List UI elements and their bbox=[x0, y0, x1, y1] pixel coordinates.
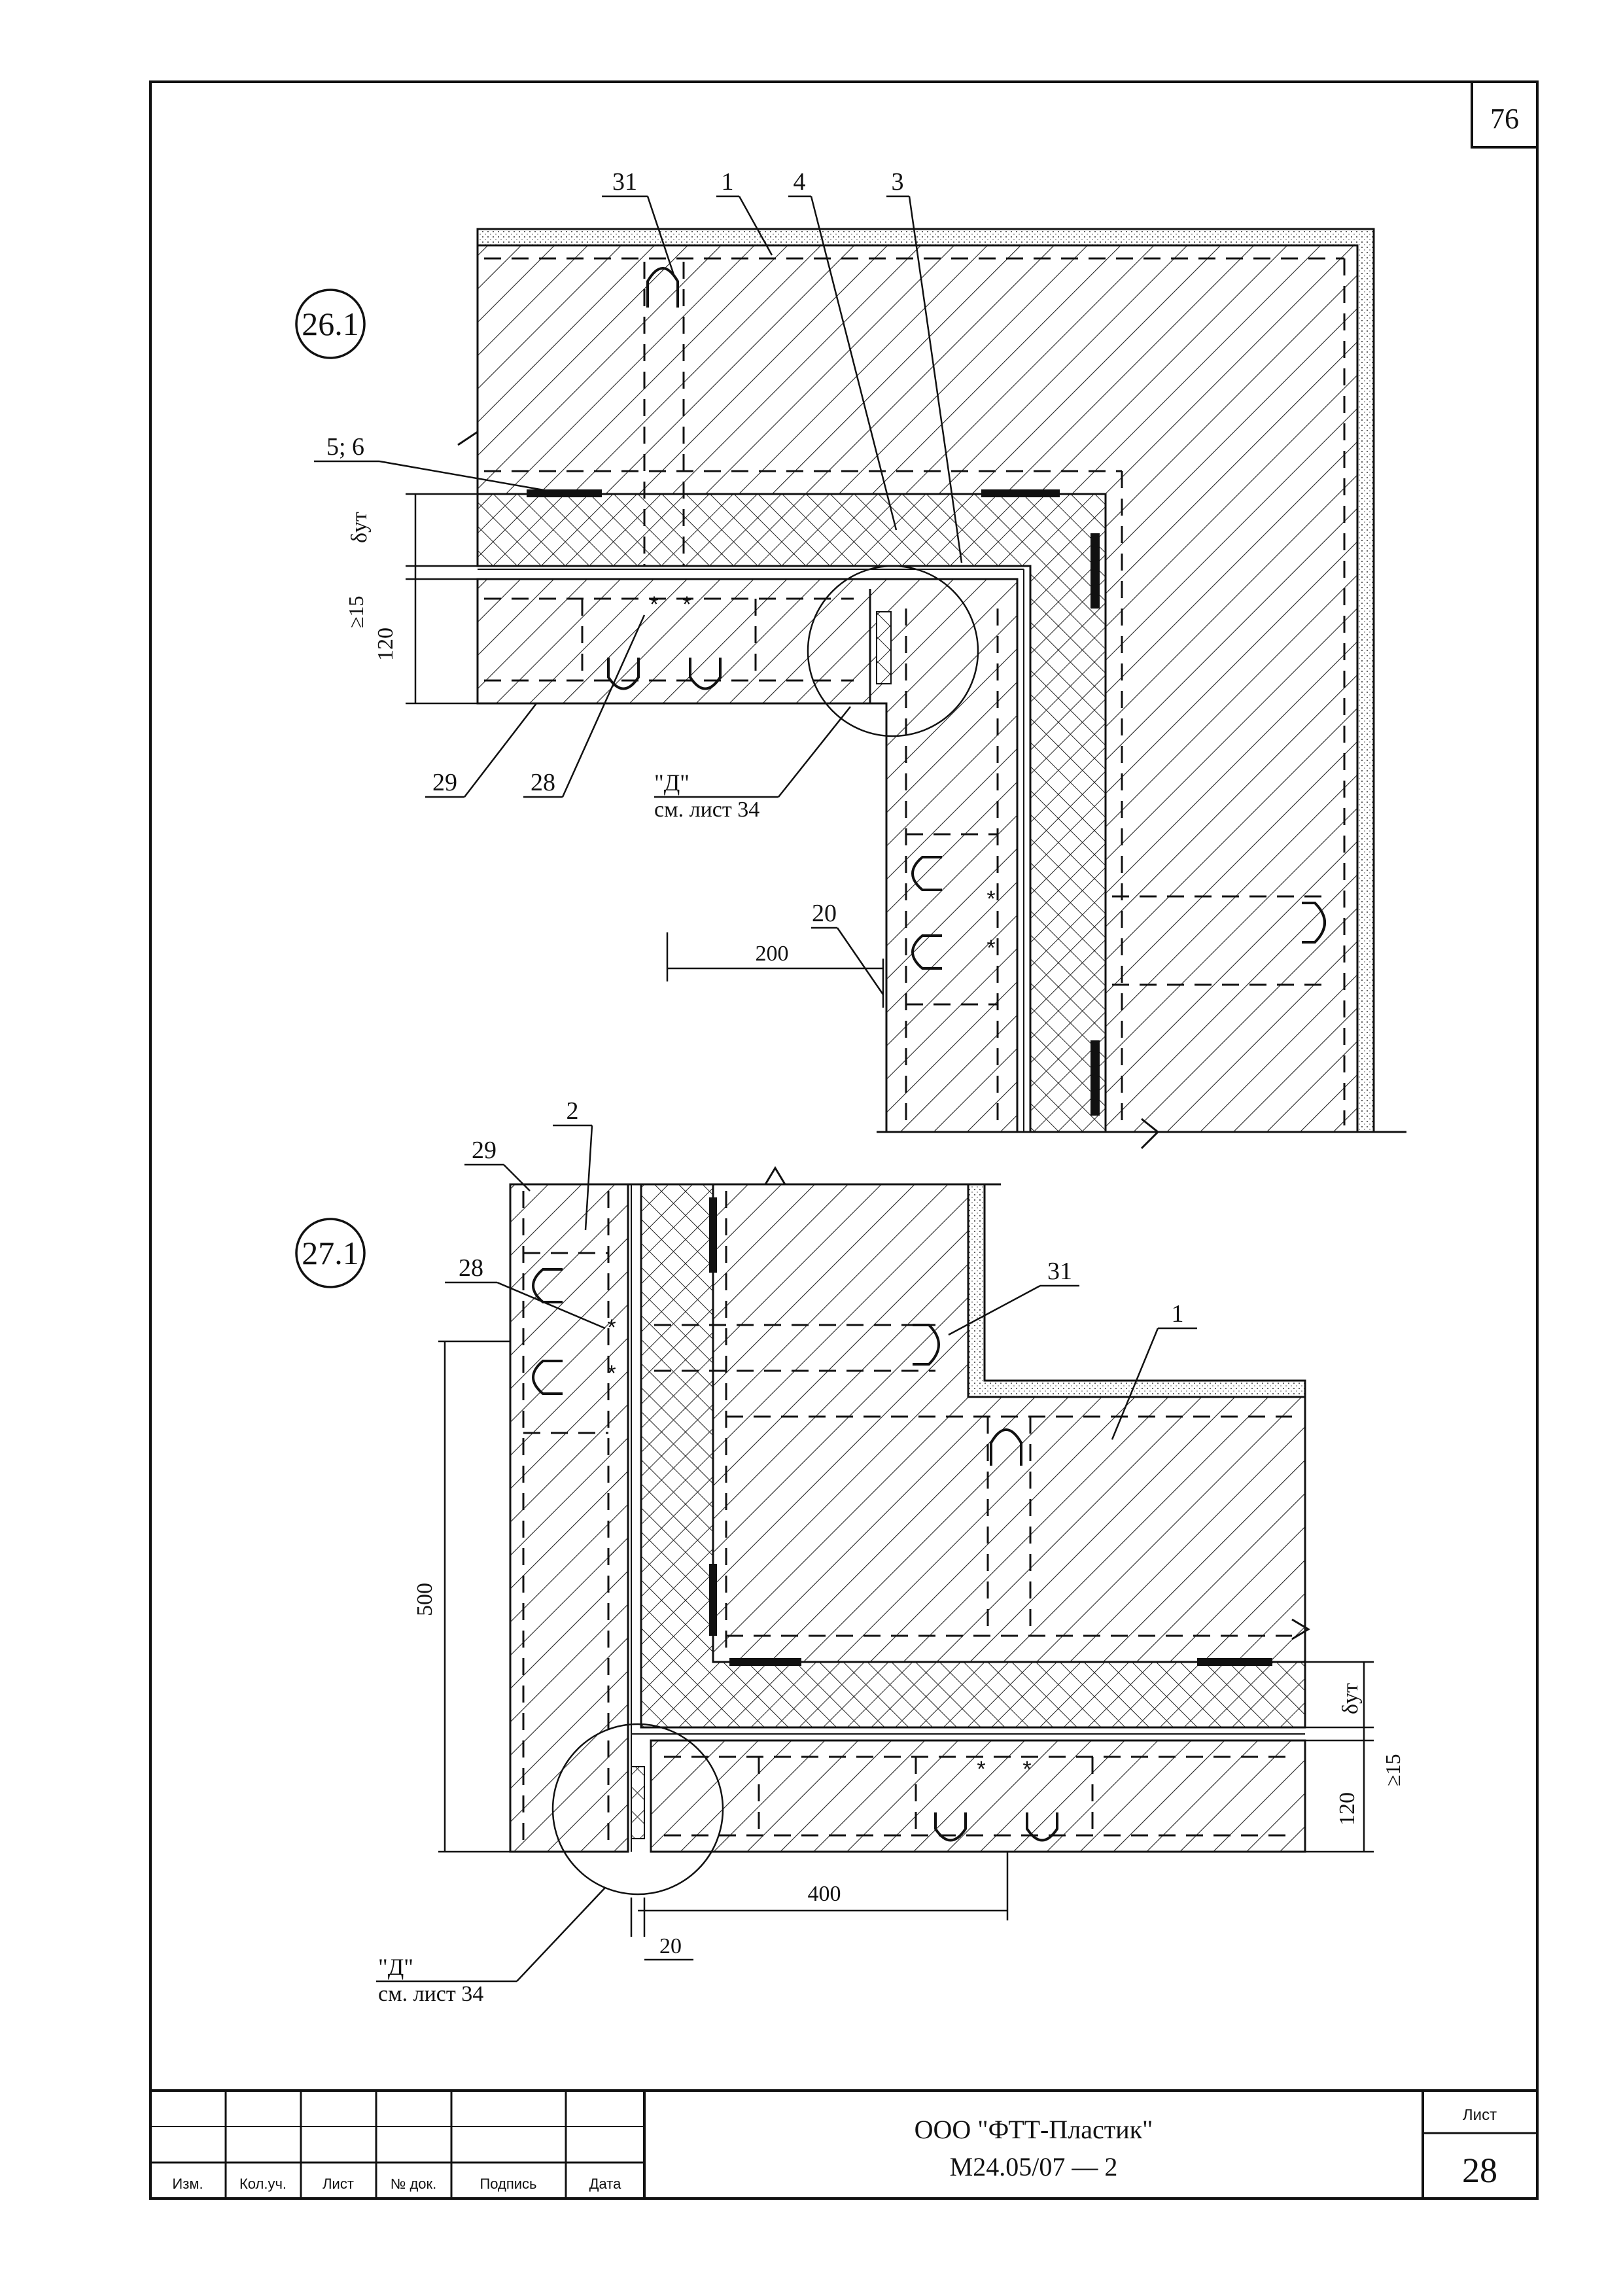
wall-slab bbox=[712, 1183, 1306, 1663]
svg-text:*: * bbox=[607, 1315, 616, 1340]
detail-ref-label: "Д" bbox=[378, 1954, 413, 1980]
gasket-strip bbox=[729, 1658, 801, 1666]
detail-d-circle bbox=[807, 565, 979, 737]
callout-5-6: 5; 6 bbox=[326, 433, 364, 461]
callout-28: 28 bbox=[531, 769, 555, 796]
plaster-layer-bottom bbox=[967, 1183, 1306, 1398]
svg-text:*: * bbox=[682, 592, 691, 617]
detail-ref-label: "Д" bbox=[654, 769, 689, 796]
dim-min-gap: ≥15 bbox=[1381, 1754, 1405, 1786]
joint-seal bbox=[876, 611, 892, 684]
dim-panel: 120 bbox=[1335, 1792, 1359, 1826]
sheet-corner-box bbox=[1471, 80, 1539, 149]
detail-27-1: * * * * 500 δут ≥15 120 400 20 bbox=[295, 1097, 1405, 2006]
gasket-strip bbox=[709, 1564, 717, 1636]
sheet-frame bbox=[149, 80, 1539, 2200]
svg-text:*: * bbox=[1022, 1757, 1031, 1782]
gasket-strip bbox=[981, 489, 1060, 497]
detail-ref-sheet: см. лист 34 bbox=[378, 1982, 483, 2006]
dim-gap: 20 bbox=[659, 1934, 682, 1958]
col-sign: Подпись bbox=[480, 2176, 536, 2192]
detail-d-circle bbox=[551, 1723, 724, 1896]
col-date: Дата bbox=[589, 2176, 621, 2192]
gasket-strip bbox=[1091, 533, 1100, 609]
callout-4: 4 bbox=[794, 168, 806, 196]
dim-offset: 200 bbox=[756, 942, 789, 966]
callout-29: 29 bbox=[472, 1137, 497, 1164]
detail-ref-sheet: см. лист 34 bbox=[654, 798, 759, 822]
callout-2: 2 bbox=[567, 1097, 579, 1125]
joint-seal bbox=[631, 1766, 645, 1839]
callout-29: 29 bbox=[432, 769, 457, 796]
sheet-label: Лист bbox=[1463, 2106, 1497, 2124]
dim-width: 400 bbox=[808, 1882, 841, 1906]
callout-31: 31 bbox=[612, 168, 637, 196]
dim-min-gap: ≥15 bbox=[344, 595, 368, 628]
sheet-corner-number: 76 bbox=[1490, 103, 1519, 135]
document-code: М24.05/07 — 2 bbox=[950, 2152, 1118, 2181]
col-list: Лист bbox=[323, 2176, 354, 2192]
gasket-strip bbox=[527, 489, 602, 497]
callout-20: 20 bbox=[812, 900, 837, 927]
svg-text:*: * bbox=[986, 887, 995, 911]
col-izm: Изм. bbox=[172, 2176, 203, 2192]
dim-height: 500 bbox=[413, 1583, 437, 1616]
dim-thickness: δут bbox=[1338, 1683, 1363, 1714]
callout-3: 3 bbox=[892, 168, 904, 196]
gasket-strip bbox=[1197, 1658, 1272, 1666]
facing-panel bbox=[476, 578, 1019, 1133]
callout-31: 31 bbox=[1047, 1258, 1072, 1285]
detail-marker-26-1: 26.1 bbox=[302, 306, 359, 342]
gasket-strip bbox=[709, 1197, 717, 1273]
detail-26-1: ** ** δут ≥15 120 200 26.1 bbox=[295, 168, 1406, 1150]
facing-panel-left bbox=[509, 1183, 629, 1853]
callout-1: 1 bbox=[1172, 1300, 1184, 1328]
callout-28: 28 bbox=[459, 1254, 483, 1282]
callout-1: 1 bbox=[722, 168, 734, 196]
gasket-strip bbox=[1091, 1040, 1100, 1116]
sheet-number: 28 bbox=[1462, 2151, 1497, 2190]
svg-text:*: * bbox=[650, 592, 658, 617]
col-kol-uch: Кол.уч. bbox=[239, 2176, 287, 2192]
dim-thickness: δут bbox=[347, 512, 372, 543]
detail-marker-27-1: 27.1 bbox=[302, 1235, 359, 1271]
svg-text:*: * bbox=[977, 1757, 985, 1782]
company-name: ООО "ФТТ-Пластик" bbox=[915, 2115, 1153, 2144]
svg-text:*: * bbox=[607, 1361, 616, 1386]
col-doc: № док. bbox=[391, 2176, 437, 2192]
title-block bbox=[150, 2089, 1537, 2199]
dim-panel: 120 bbox=[374, 627, 398, 661]
svg-text:*: * bbox=[986, 936, 995, 961]
